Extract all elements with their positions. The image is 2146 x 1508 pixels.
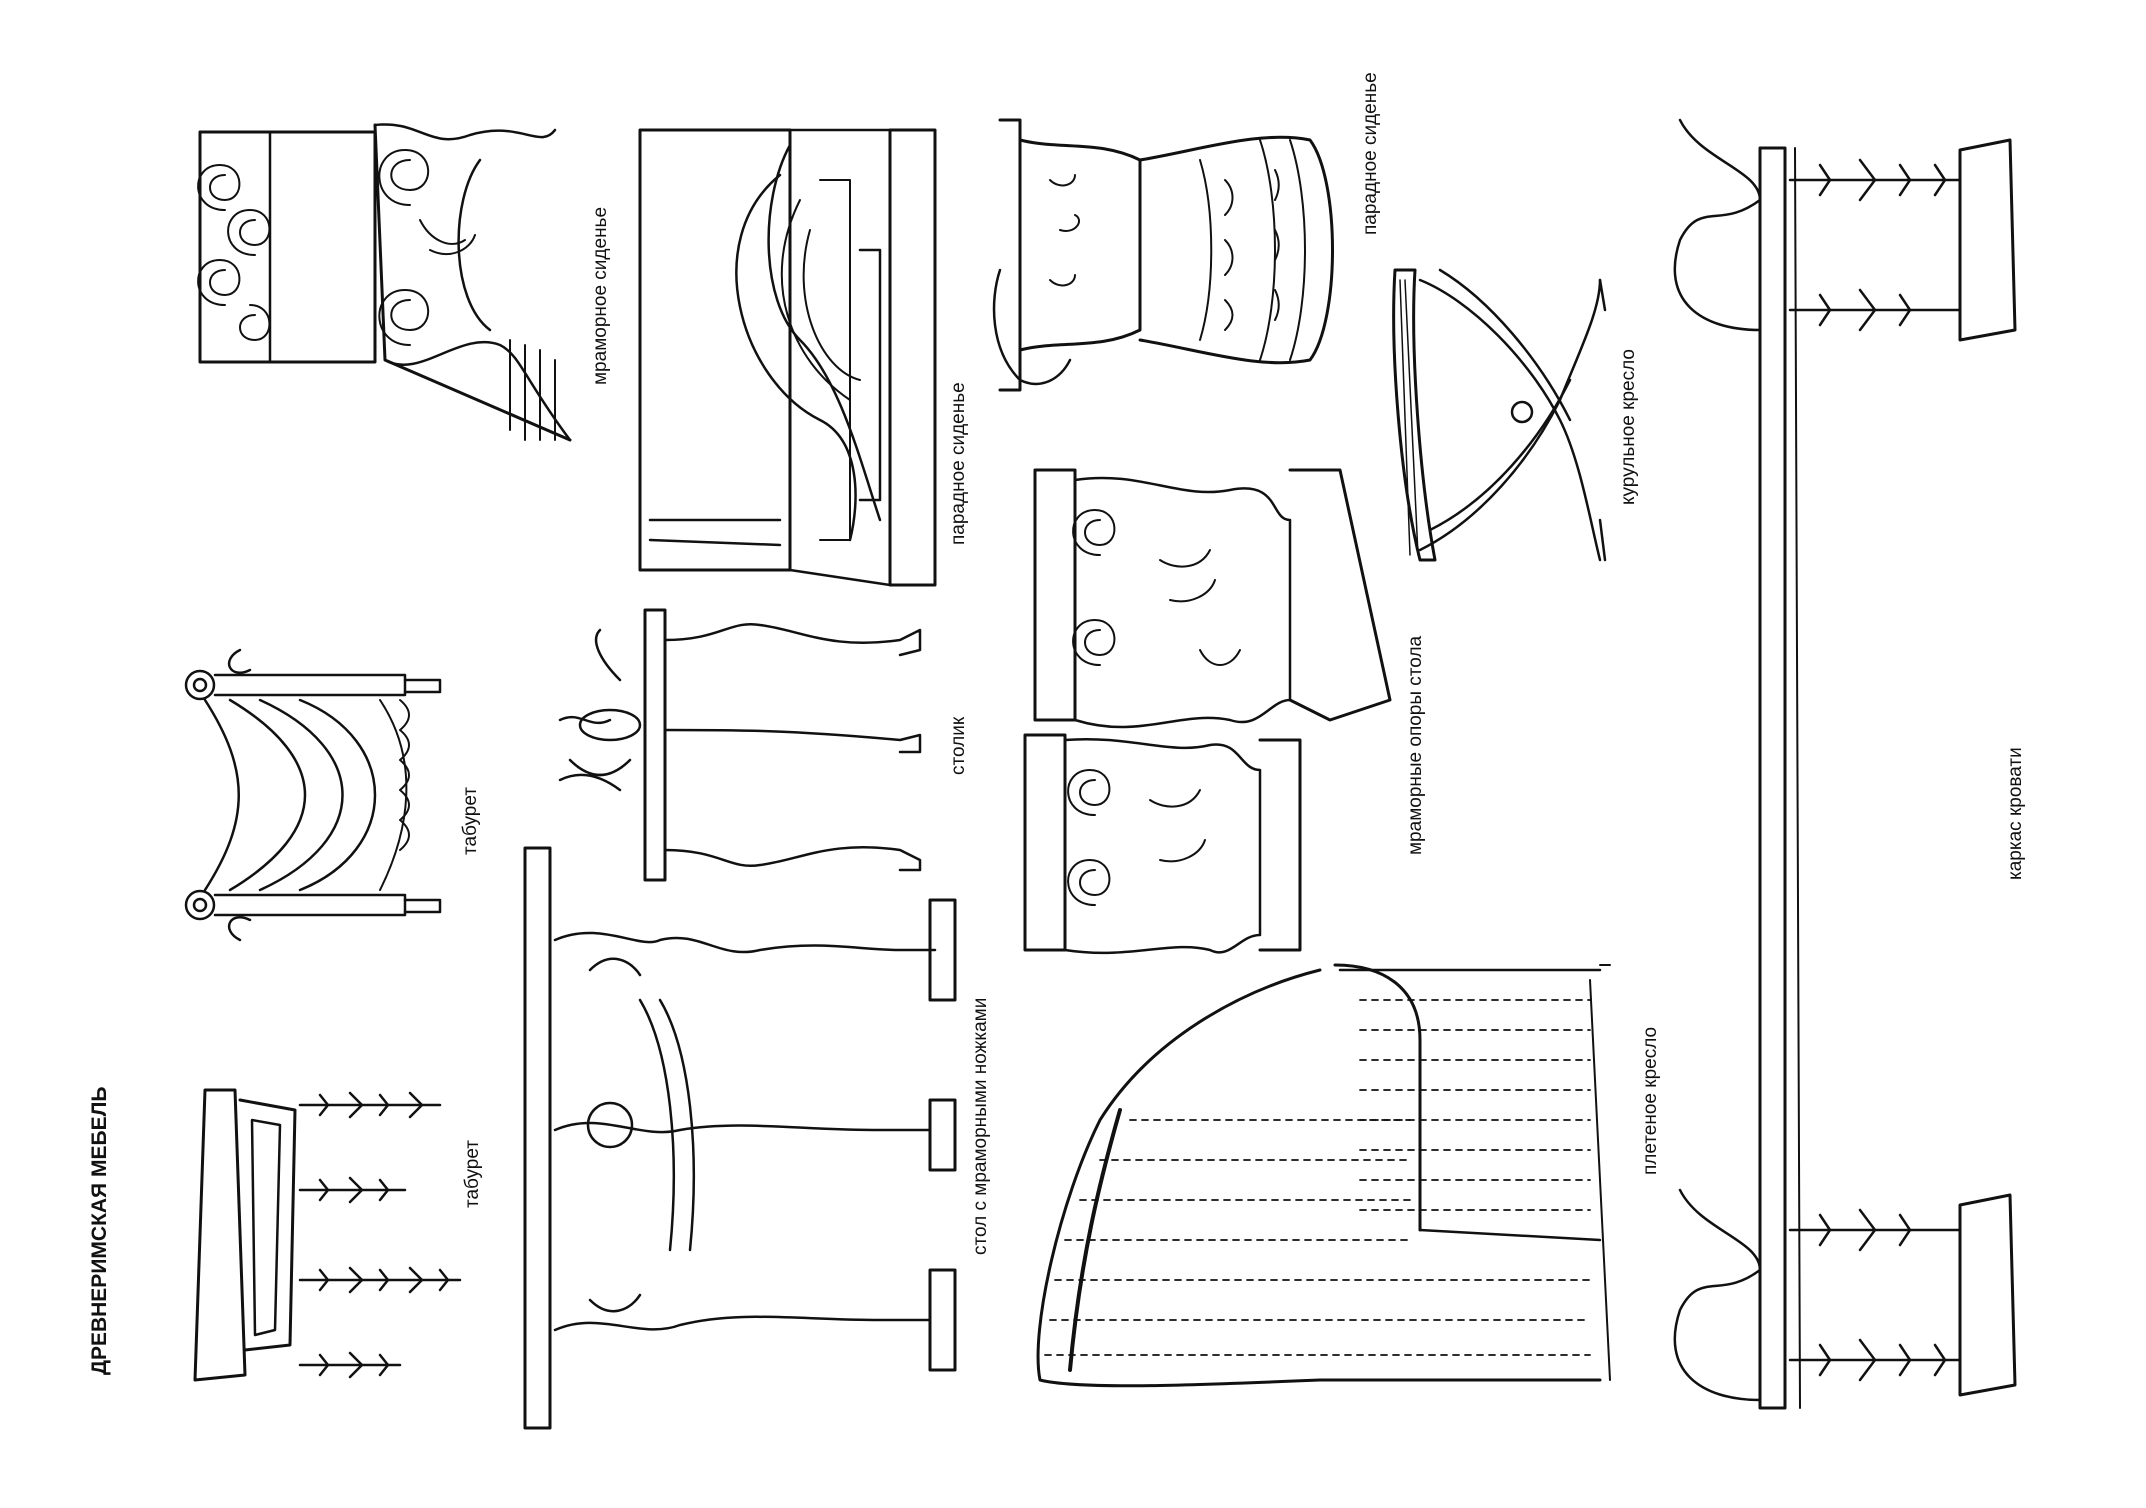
label-curule-chair: курульное кресло: [1618, 349, 1639, 505]
stool-1-drawing: [186, 650, 440, 940]
label-state-seat-2: парадное сиденье: [1360, 72, 1381, 235]
label-marble-seat: мраморное сиденье: [590, 206, 611, 385]
state-seat-2-drawing: [994, 120, 1332, 390]
label-small-table: столик: [948, 716, 969, 775]
page-title: ДРЕВНЕРИМСКАЯ МЕБЕЛЬ: [88, 1086, 111, 1375]
label-stool-1: табурет: [460, 786, 481, 855]
stool-2-drawing: [195, 1090, 460, 1380]
label-table-marble-legs: стол с мраморными ножками: [970, 997, 991, 1255]
marble-table-supports-drawing: [1025, 470, 1390, 953]
label-bed-frame: каркас кровати: [2005, 747, 2026, 880]
table-marble-legs-drawing: [525, 848, 955, 1428]
label-marble-table-supports: мраморные опоры стола: [1405, 635, 1426, 855]
curule-chair-drawing: [1394, 270, 1605, 560]
small-table-drawing: [560, 610, 920, 880]
label-wicker-chair: плетеное кресло: [1640, 1026, 1661, 1175]
marble-seat-drawing: [198, 124, 570, 440]
label-state-seat-1: парадное сиденье: [948, 382, 969, 545]
state-seat-1-drawing: [640, 130, 935, 585]
bed-frame-drawing: [1675, 120, 2015, 1408]
label-stool-2: табурет: [462, 1139, 483, 1208]
wicker-chair-drawing: [1038, 965, 1610, 1386]
